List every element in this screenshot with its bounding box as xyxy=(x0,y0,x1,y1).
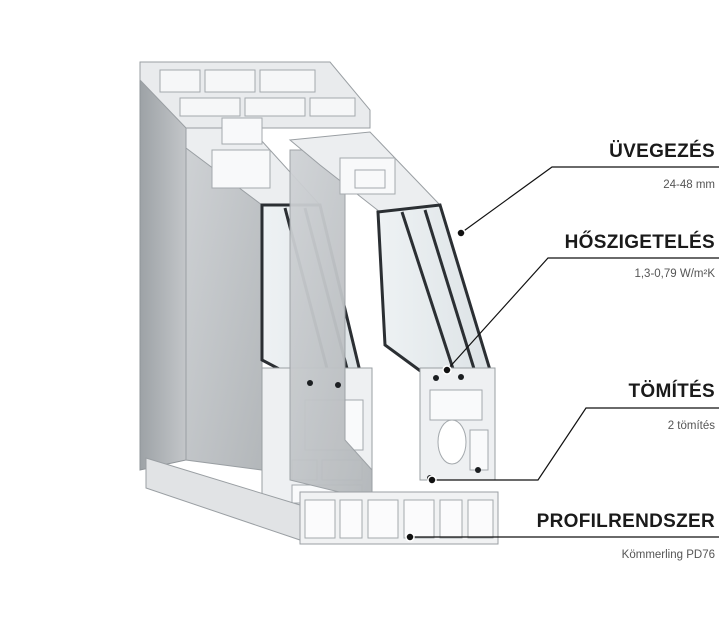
top-frame-chambers xyxy=(159,69,356,117)
right-sash-chambers xyxy=(339,157,396,195)
threshold-chambers xyxy=(304,499,494,539)
feature-value-seal: 2 tömítés xyxy=(667,420,715,432)
feature-title-glazing: ÜVEGEZÉS xyxy=(609,141,715,162)
right-sash-bottom-chambers xyxy=(429,389,489,471)
feature-value-glazing: 24-48 mm xyxy=(663,179,715,191)
feature-title-seal: TÖMÍTÉS xyxy=(628,381,715,402)
feature-value-insulation: 1,3-0,79 W/m²K xyxy=(634,268,715,280)
feature-title-insulation: HŐSZIGETELÉS xyxy=(564,232,715,253)
feature-value-profile-system: Kömmerling PD76 xyxy=(621,549,715,561)
feature-title-profile-system: PROFILRENDSZER xyxy=(536,511,715,532)
left-sash-chambers xyxy=(211,117,271,189)
seal-points xyxy=(307,374,481,481)
leader-line-seal xyxy=(432,407,719,481)
leader-line-insulation xyxy=(446,257,719,371)
leader-line-glazing xyxy=(460,166,719,234)
